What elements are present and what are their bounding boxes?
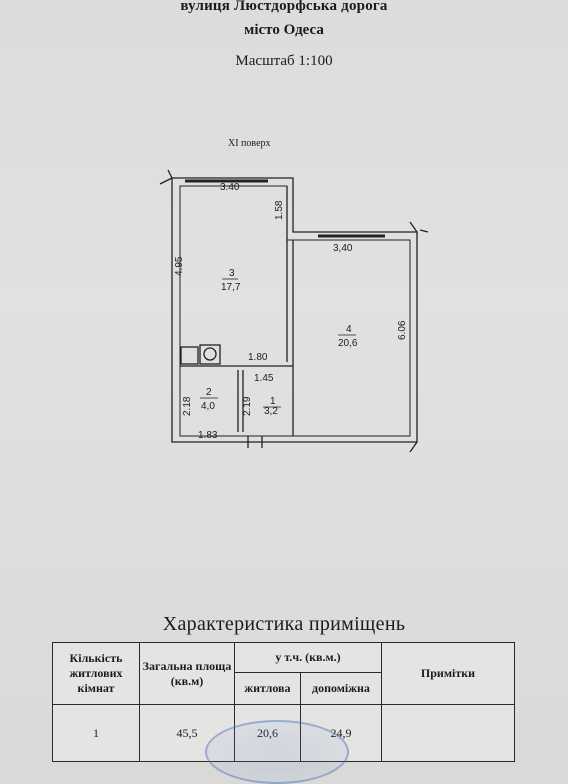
dim-left-height: 4.95 — [174, 256, 185, 276]
dim-room4-height: 6.06 — [397, 320, 408, 340]
dim-top-left-width: 3.40 — [220, 182, 240, 193]
header-notes: Примітки — [381, 642, 515, 705]
room-4-number: 4 — [346, 324, 352, 335]
entry-door — [247, 436, 263, 448]
header-living: житлова — [234, 672, 301, 705]
floor-plan: 3.40 4.95 1.58 3,40 6.06 1.80 1.45 2.18 … — [159, 169, 429, 453]
room-4-area: 20,6 — [338, 338, 358, 349]
dim-kitchen-width: 1.80 — [248, 352, 268, 363]
section-title: Характеристика приміщень — [162, 613, 406, 635]
room-2-area: 4,0 — [201, 401, 215, 412]
header-incl: у т.ч. (кв.м.) — [234, 642, 382, 673]
room-3-area: 17,7 — [221, 282, 241, 293]
room-3-number: 3 — [229, 268, 235, 279]
header-rooms-count: Кількість житлових кімнат — [52, 642, 140, 705]
sink-bowl — [203, 347, 217, 361]
plan-inner-wall — [179, 185, 411, 437]
cell-rooms-count: 1 — [52, 704, 140, 762]
cell-notes — [381, 704, 515, 762]
header-total-area: Загальна площа (кв.м) — [139, 642, 235, 705]
floor-label: ХІ поверх — [228, 138, 271, 149]
sink-fixture — [199, 344, 221, 365]
room-1-number: 1 — [270, 396, 276, 407]
dim-room2-height: 2.18 — [182, 396, 193, 416]
scale-label: Масштаб 1:100 — [235, 53, 333, 69]
room-1-area: 3,2 — [264, 406, 278, 417]
official-stamp — [205, 720, 349, 784]
header-auxiliary: допоміжна — [299, 672, 383, 705]
dim-bath-width: 1.45 — [254, 373, 274, 384]
street-title: вулиця Люстдорфська дорога — [180, 0, 388, 14]
stove-fixture — [180, 346, 199, 365]
bath-partition — [237, 370, 244, 432]
city-title: місто Одеса — [244, 22, 324, 38]
dim-room1-height: 2.19 — [242, 396, 253, 416]
partition-wall — [286, 186, 294, 436]
room-2-number: 2 — [206, 387, 212, 398]
corner-ticks — [159, 169, 429, 453]
dim-room2-width: 1.83 — [198, 430, 218, 441]
dim-room4-width: 3,40 — [333, 243, 353, 254]
document-page — [0, 0, 568, 750]
dim-notch-height: 1.58 — [274, 200, 285, 220]
